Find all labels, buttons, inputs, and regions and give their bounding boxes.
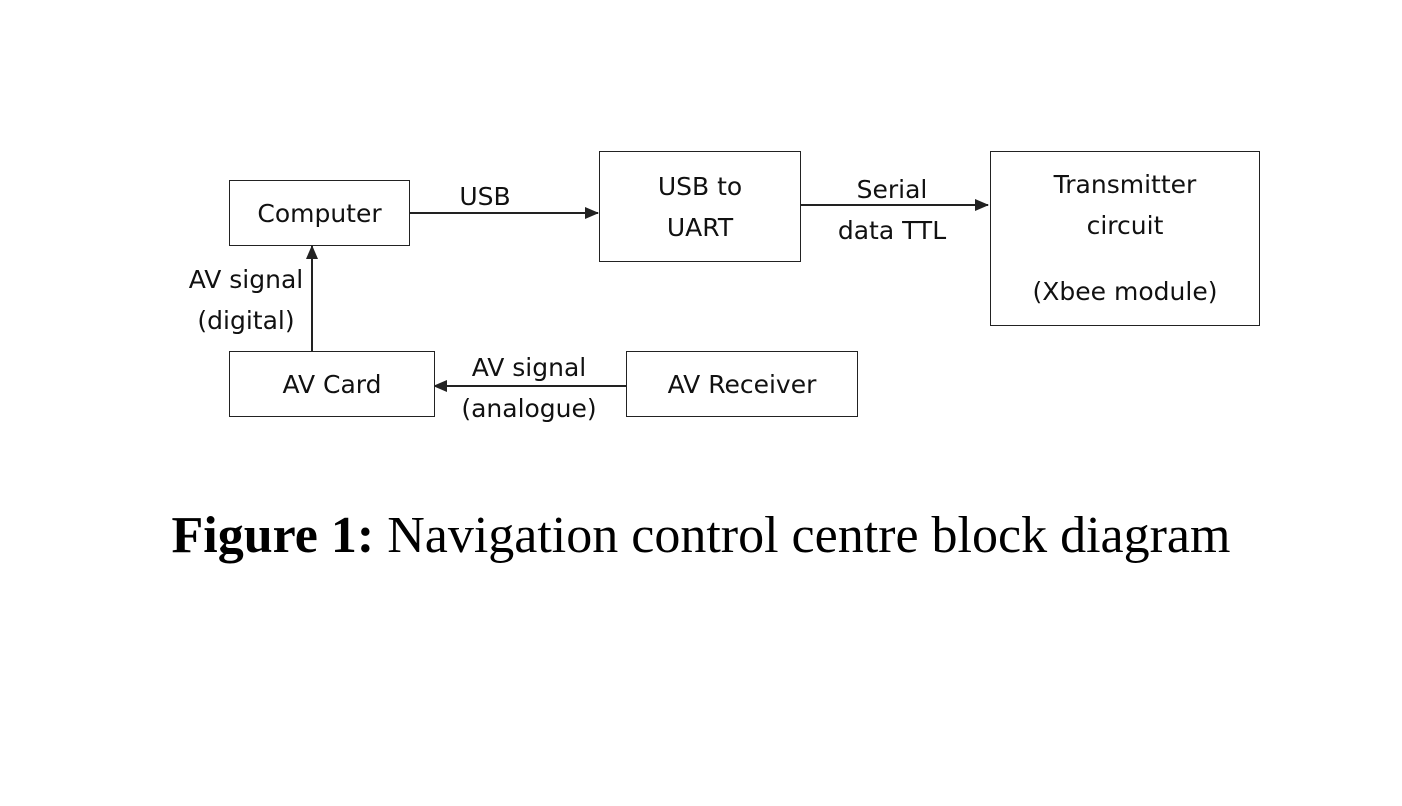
serial-line-1: Serial [856,175,928,204]
transmitter-line-1: Transmitter [1053,170,1197,199]
av-card-block: AV Card [229,351,435,417]
av-card-block-label: AV Card [282,369,382,399]
serial-line-2: data TTL [837,216,947,245]
computer-block-label: Computer [257,198,382,228]
usb-to-uart-line-1: USB to [657,171,743,201]
av-digital-line-2: (digital) [197,306,295,335]
av-receiver-block-label: AV Receiver [667,369,817,399]
figure-number: Figure 1: [171,507,375,564]
av-digital-line-1: AV signal [188,265,304,294]
computer-block: Computer [229,180,410,246]
av-receiver-block: AV Receiver [626,351,858,417]
av-analogue-line-1: AV signal [471,353,587,382]
serial-connection-label: Serial data TTL [822,169,962,251]
usb-connection-text: USB [459,182,511,211]
av-digital-connection-label: AV signal (digital) [176,259,316,341]
transmitter-line-3: (Xbee module) [1032,277,1218,306]
transmitter-block: Transmitter circuit (Xbee module) [990,151,1260,326]
usb-connection-label: USB [440,176,530,217]
figure-caption-text: Navigation control centre block diagram [387,507,1231,564]
av-analogue-connection-label: AV signal (analogue) [446,347,612,429]
figure-caption: Figure 1: Navigation control centre bloc… [0,500,1402,572]
usb-to-uart-block: USB to UART [599,151,801,262]
transmitter-line-2: circuit [1086,211,1164,240]
usb-to-uart-line-2: UART [666,212,734,242]
av-analogue-line-2: (analogue) [461,394,597,423]
